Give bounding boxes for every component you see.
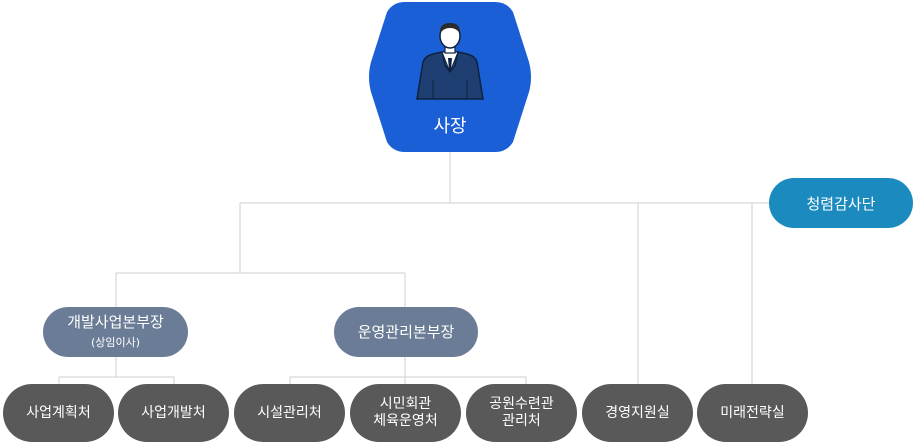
dept-business-planning[interactable]: 사업계획처 [3,384,114,442]
ceo-label: 사장 [433,116,467,137]
dept-business-development[interactable]: 사업개발처 [118,384,229,442]
dept-park-training[interactable]: 공원수련관 관리처 [466,384,577,442]
dept-label: 사업개발처 [141,404,206,421]
dept-label-line2: 체육운영처 [373,413,438,429]
division-label: 개발사업본부장 [67,312,164,331]
dept-label-line1: 시민회관 [379,396,432,412]
audit-label: 청렴감사단 [806,194,876,213]
dept-management-support[interactable]: 경영지원실 [582,384,693,442]
dept-future-strategy[interactable]: 미래전략실 [697,384,808,442]
division-operations[interactable]: 운영관리본부장 [334,307,478,357]
dept-facility-management[interactable]: 시설관리처 [234,384,345,442]
dept-label-line2: 관리처 [502,413,541,429]
businessman-icon [416,23,484,100]
dept-label: 미래전략실 [720,404,785,421]
dept-label-line1: 공원수련관 [489,396,554,412]
audit-node[interactable]: 청렴감사단 [769,178,913,228]
dept-label: 사업계획처 [26,404,91,421]
division-development[interactable]: 개발사업본부장 (상임이사) [43,307,188,357]
ceo-node[interactable] [367,0,533,154]
dept-label: 경영지원실 [605,404,670,421]
dept-label: 시설관리처 [257,404,322,421]
division-label: 운영관리본부장 [357,323,455,341]
dept-civic-hall-sports[interactable]: 시민회관 체육운영처 [350,384,461,442]
division-sub-label: (상임이사) [90,335,141,349]
